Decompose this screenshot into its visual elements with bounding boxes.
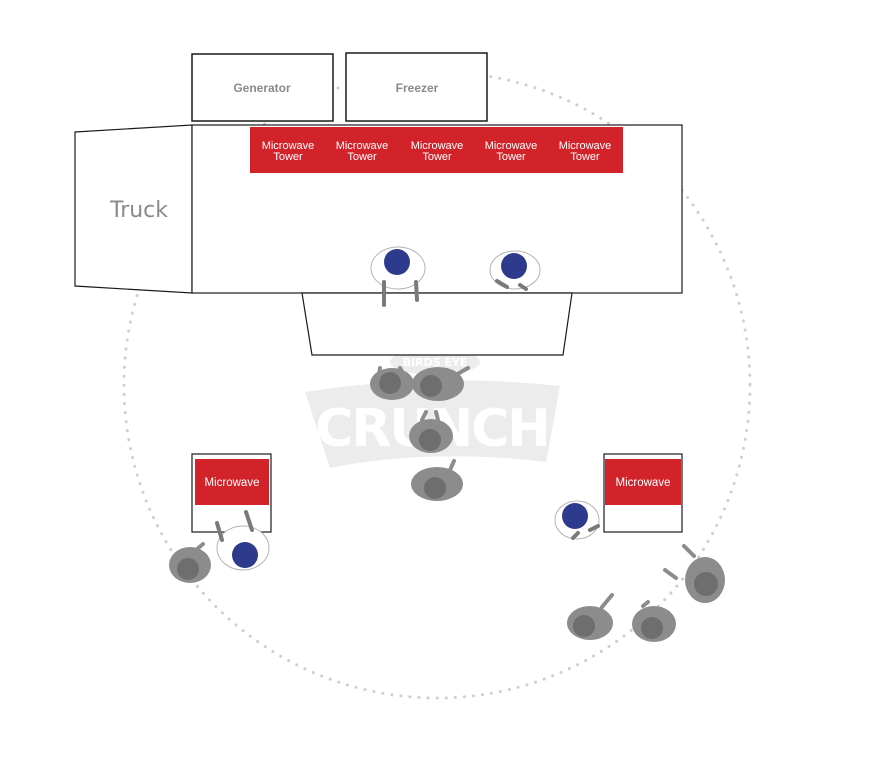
crowd-person <box>567 593 614 640</box>
crowd-person <box>409 410 453 453</box>
svg-text:Microwave: Microwave <box>559 140 612 152</box>
crowd-person <box>411 459 463 501</box>
microwave-tower-4: Microwave Tower <box>485 140 538 163</box>
microwave-station-left: Microwave <box>191 453 272 533</box>
generator-label: Generator <box>233 81 291 95</box>
svg-text:Tower: Tower <box>570 151 600 163</box>
microwave-left-label: Microwave <box>205 477 260 489</box>
staff-person <box>215 510 270 571</box>
svg-text:Tower: Tower <box>273 151 303 163</box>
microwave-tower-strip: Microwave Tower Microwave Tower Microwav… <box>250 127 623 173</box>
generator-box: Generator <box>191 53 334 122</box>
svg-text:Tower: Tower <box>347 151 377 163</box>
svg-text:Microwave: Microwave <box>485 140 538 152</box>
watermark-small-text: BIRDS EYE <box>403 356 468 369</box>
crowd-person <box>370 366 414 400</box>
microwave-right-label: Microwave <box>616 477 671 489</box>
freezer-label: Freezer <box>396 81 439 95</box>
staff-person <box>370 246 426 307</box>
truck-cab: Truck <box>74 124 193 294</box>
crowd-person <box>663 544 725 603</box>
crowd-figures <box>169 366 725 642</box>
staff-figures <box>215 246 600 571</box>
svg-text:Microwave: Microwave <box>411 140 464 152</box>
microwave-tower-2: Microwave Tower <box>336 140 389 163</box>
watermark-logo: BIRDS EYE CRUNCH <box>305 349 560 468</box>
svg-text:Tower: Tower <box>422 151 452 163</box>
freezer-box: Freezer <box>345 52 488 122</box>
crowd-person <box>412 366 470 401</box>
truck-label: Truck <box>109 198 168 223</box>
crowd-person <box>632 600 676 642</box>
svg-text:Tower: Tower <box>496 151 526 163</box>
microwave-tower-1: Microwave Tower <box>262 140 315 163</box>
microwave-tower-5: Microwave Tower <box>559 140 612 163</box>
svg-text:Microwave: Microwave <box>336 140 389 152</box>
serving-counter <box>301 292 573 356</box>
microwave-station-right: Microwave <box>603 453 683 533</box>
crowd-person <box>169 542 211 583</box>
microwave-tower-3: Microwave Tower <box>411 140 464 163</box>
staff-person <box>489 250 541 291</box>
svg-text:Microwave: Microwave <box>262 140 315 152</box>
staff-person <box>554 500 600 540</box>
